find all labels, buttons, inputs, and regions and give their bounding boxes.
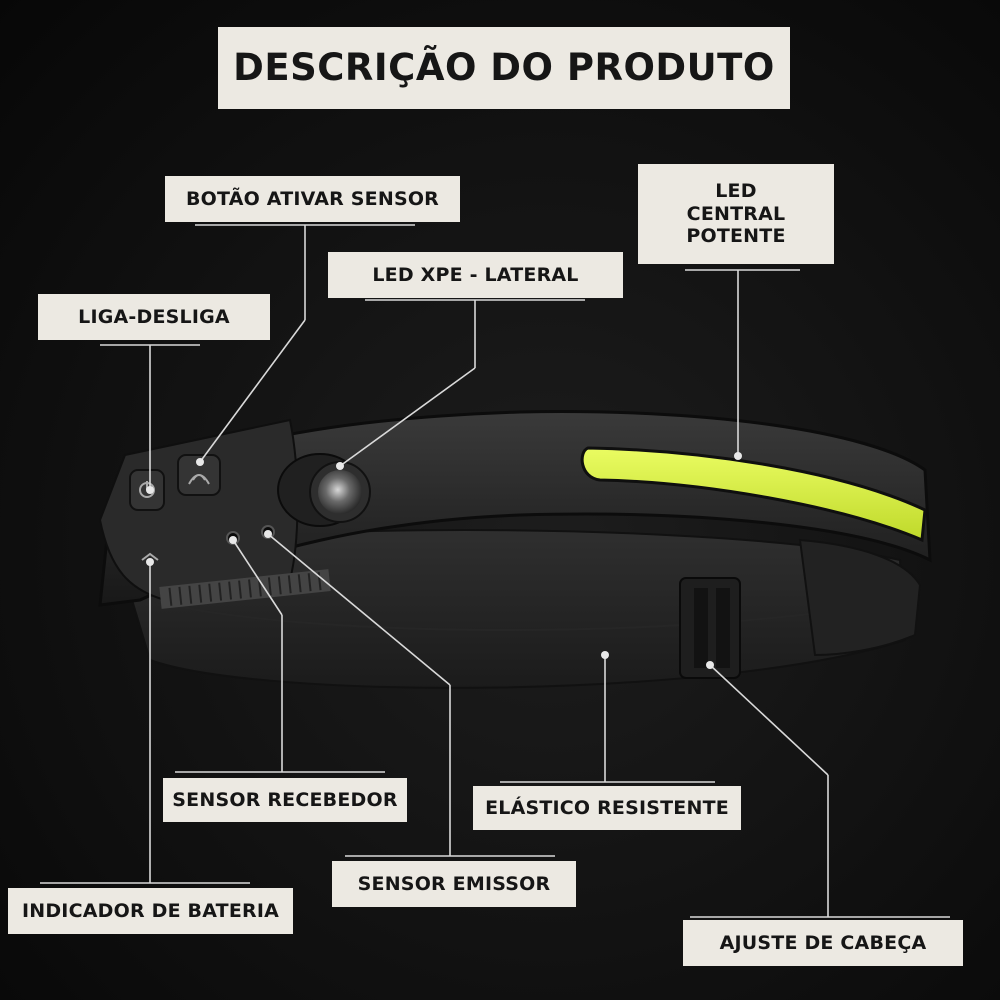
label-led-xpe-lateral: LED XPE - LATERAL [328,252,623,298]
label-led-xpe-lateral-text: LED XPE - LATERAL [372,263,579,286]
label-sensor-emissor-text: SENSOR EMISSOR [357,872,551,895]
label-botao-ativar-sensor-text: BOTÃO ATIVAR SENSOR [185,187,440,210]
label-led-central-line1: LED [715,179,757,202]
label-liga-desliga-text: LIGA-DESLIGA [78,305,230,328]
bottom-grille [159,569,331,609]
label-ajuste-de-cabeca-text: AJUSTE DE CABEÇA [719,931,927,954]
label-elastico-resistente: ELÁSTICO RESISTENTE [473,786,741,830]
label-sensor-recebedor: SENSOR RECEBEDOR [163,778,407,822]
label-elastico-resistente-text: ELÁSTICO RESISTENTE [485,796,729,819]
callout-dots [146,452,742,669]
label-ajuste-de-cabeca: AJUSTE DE CABEÇA [683,920,963,966]
callout-lines [40,224,950,918]
led-strip [580,446,927,543]
label-botao-ativar-sensor: BOTÃO ATIVAR SENSOR [165,176,460,222]
label-led-central-line2: CENTRAL [686,202,786,225]
label-sensor-emissor: SENSOR EMISSOR [332,861,576,907]
label-sensor-recebedor-text: SENSOR RECEBEDOR [172,788,398,811]
battery-indicator [141,552,159,561]
label-led-central-potente: LED CENTRAL POTENTE [638,164,834,264]
label-indicador-de-bateria-text: INDICADOR DE BATERIA [21,899,280,922]
xpe-side-led [277,453,371,527]
page-title: DESCRIÇÃO DO PRODUTO [218,27,790,109]
label-indicador-de-bateria: INDICADOR DE BATERIA [8,888,293,934]
page-title-text: DESCRIÇÃO DO PRODUTO [233,45,775,89]
label-liga-desliga: LIGA-DESLIGA [38,294,270,340]
control-housing [98,418,299,602]
label-led-central-line3: POTENTE [686,225,786,248]
head-adjuster-buckle [679,577,741,679]
